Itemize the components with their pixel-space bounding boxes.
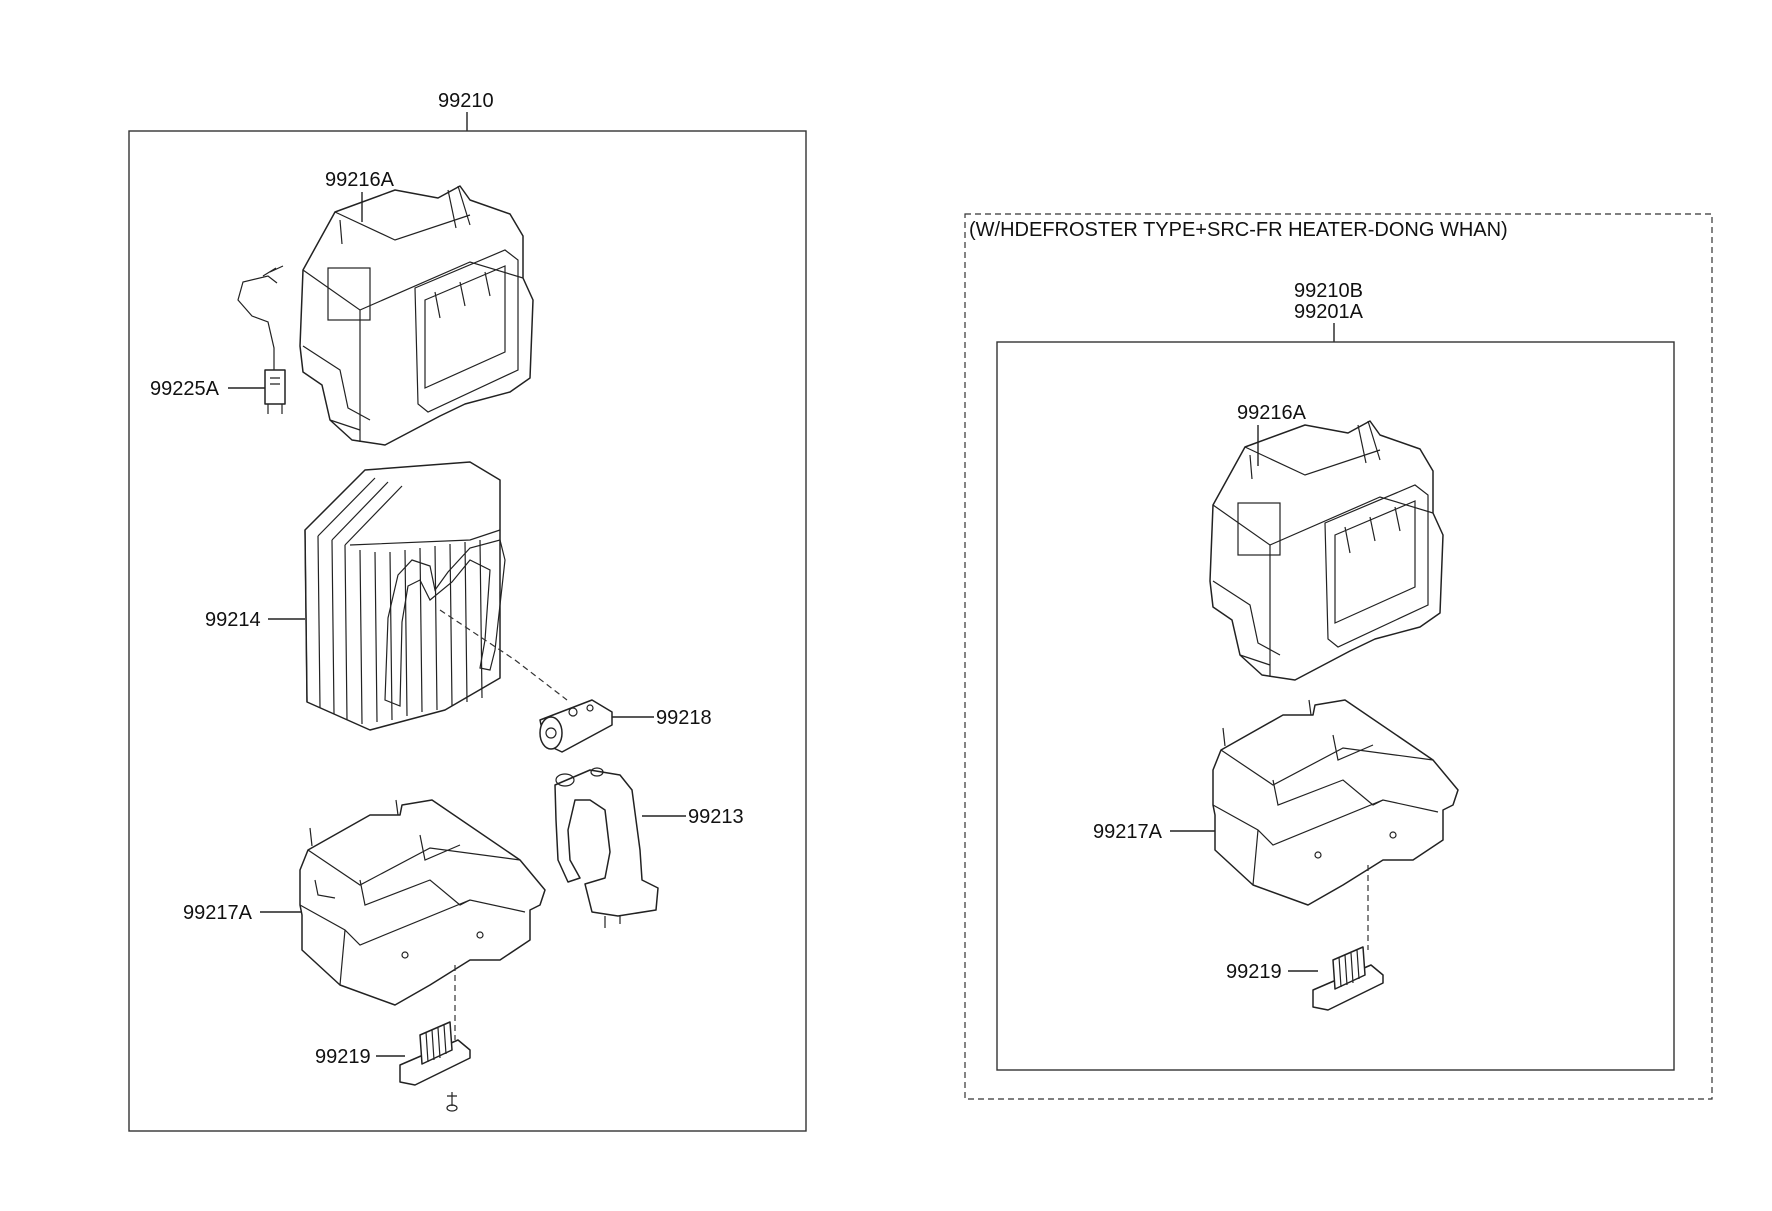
resistor-part [399, 1021, 471, 1112]
upper-case-part-right [1209, 420, 1444, 681]
label-assembly-right-b: 99201A [1294, 301, 1364, 323]
label-resistor-right: 99219 [1226, 961, 1282, 983]
label-upper-case-right: 99216A [1237, 402, 1307, 424]
label-evaporator-left: 99214 [205, 609, 261, 631]
left-assembly-frame [128, 130, 807, 1132]
label-resistor-left: 99219 [315, 1046, 371, 1068]
variant-dashed-frame [964, 213, 1713, 1100]
right-assembly-frame [996, 341, 1675, 1071]
resistor-part-right [1312, 946, 1384, 1011]
label-lower-case-left: 99217A [183, 902, 253, 924]
right-assembly: (W/HDEFROSTER TYPE+SRC-FR HEATER-DONG WH… [964, 213, 1713, 1100]
sensor-part [237, 265, 286, 414]
valve-part [539, 699, 613, 753]
lower-case-part [299, 799, 546, 1006]
variant-title: (W/HDEFROSTER TYPE+SRC-FR HEATER-DONG WH… [969, 219, 1508, 241]
label-assembly-right-a: 99210B [1294, 280, 1363, 302]
lower-case-part-right [1212, 699, 1459, 906]
label-lower-case-right: 99217A [1093, 821, 1163, 843]
pipe-part [554, 767, 659, 928]
label-assembly-left: 99210 [438, 90, 494, 112]
label-upper-case-left: 99216A [325, 169, 395, 191]
label-valve-left: 99218 [656, 707, 712, 729]
label-pipe-left: 99213 [688, 806, 744, 828]
upper-case-part [299, 185, 534, 446]
evaporator-part [304, 461, 506, 731]
left-assembly: 99210 99216A 99225A [128, 90, 807, 1132]
label-sensor-left: 99225A [150, 378, 220, 400]
